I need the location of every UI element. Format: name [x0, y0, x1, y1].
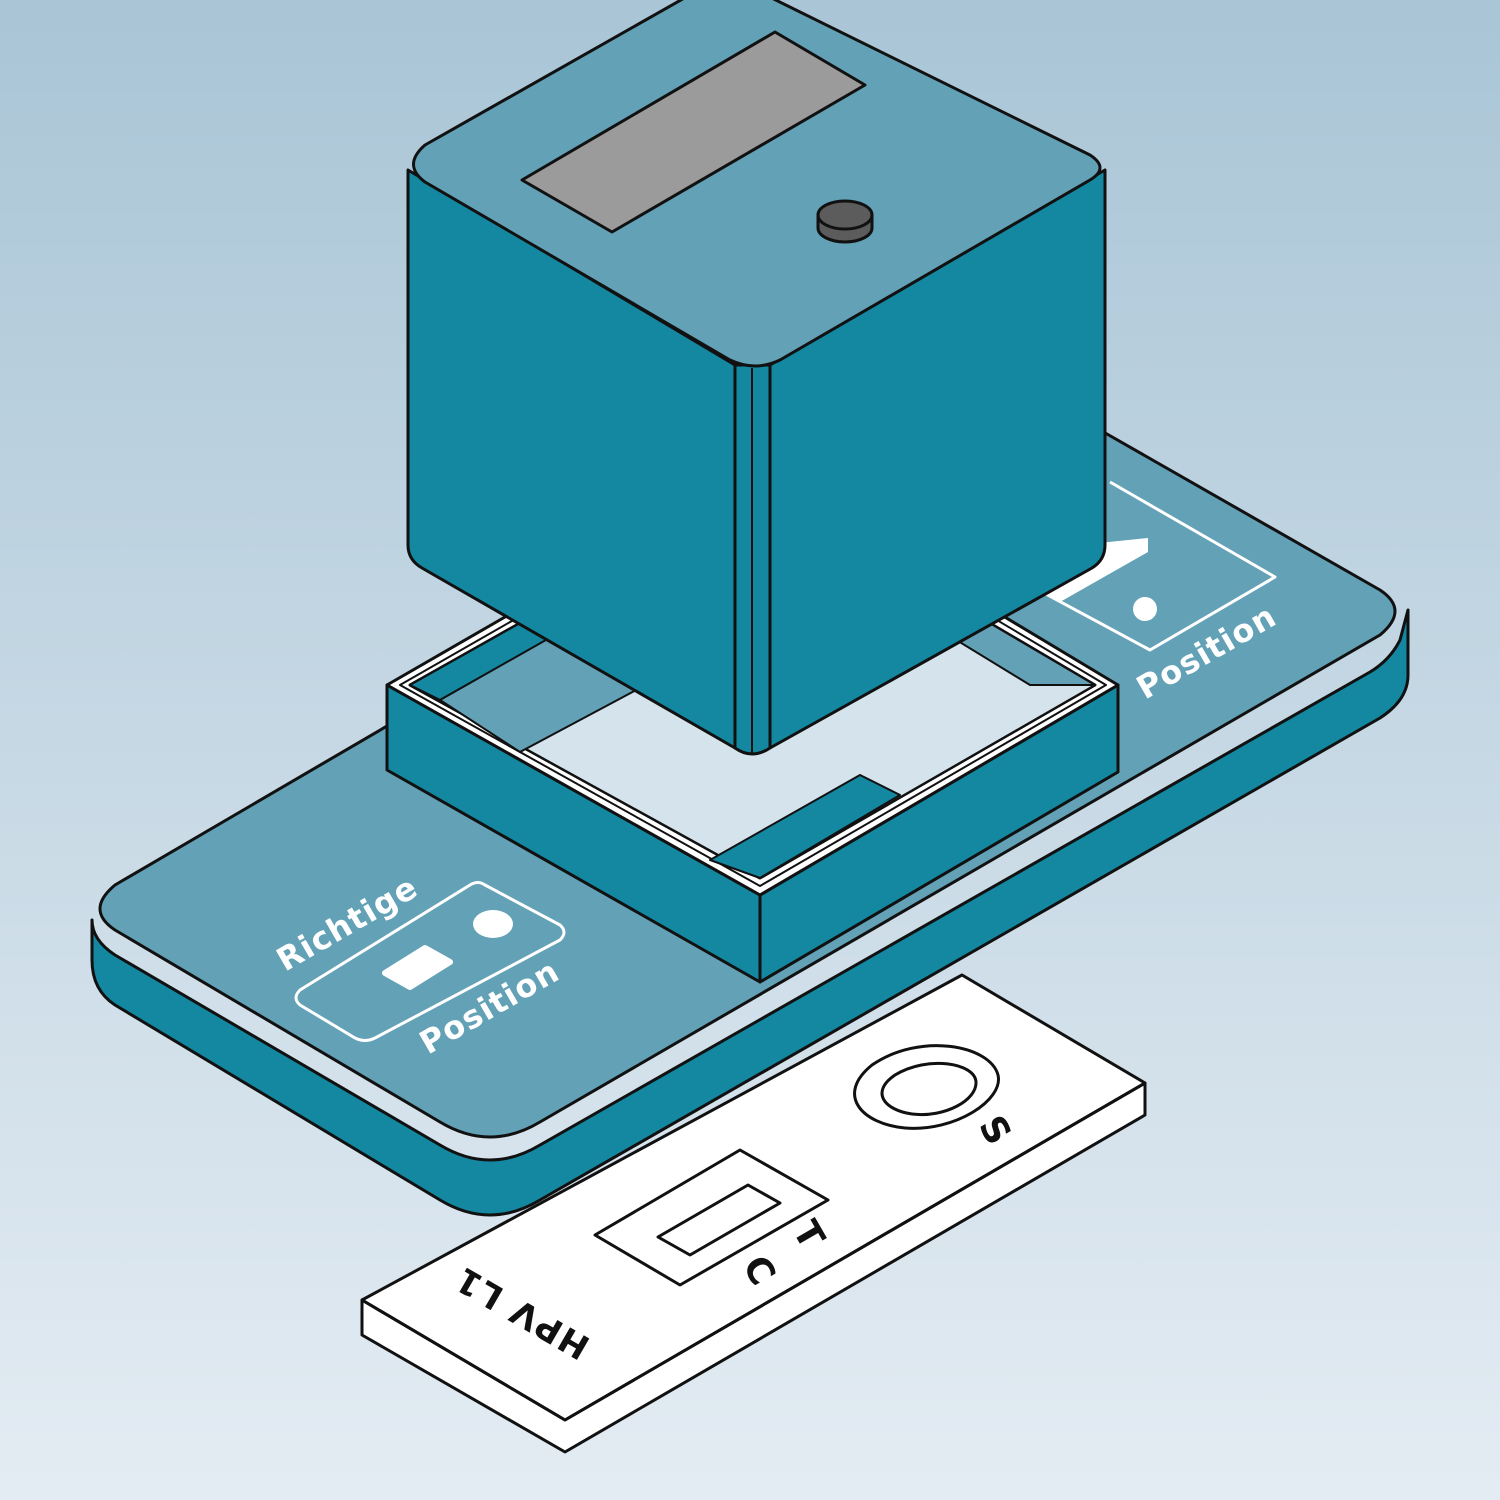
power-button-top [816, 199, 874, 231]
strip-position-icon [382, 945, 453, 990]
sample-dot-icon [473, 910, 513, 938]
right-guide-frame-icon [1004, 480, 1277, 652]
right-position-guide [1004, 480, 1277, 652]
sample-dot-icon-right [1133, 597, 1157, 621]
left-guide-frame-icon [294, 881, 566, 1042]
display-window-icon [520, 30, 867, 234]
reader-left-face [406, 168, 737, 750]
reader-top-face [412, 0, 1102, 368]
reader-right-face [768, 168, 1107, 750]
sample-well-inner-icon [880, 1061, 978, 1117]
reader-device [406, 0, 1107, 756]
holder-floor-shadow-2 [709, 774, 901, 879]
base-plate-side [90, 608, 1410, 1217]
result-window-inner-icon [656, 1183, 782, 1257]
test-strip [360, 973, 1147, 1454]
left-position-guide [294, 881, 566, 1042]
test-strip-side-line [361, 1081, 1146, 1422]
power-button-icon[interactable] [816, 199, 874, 244]
